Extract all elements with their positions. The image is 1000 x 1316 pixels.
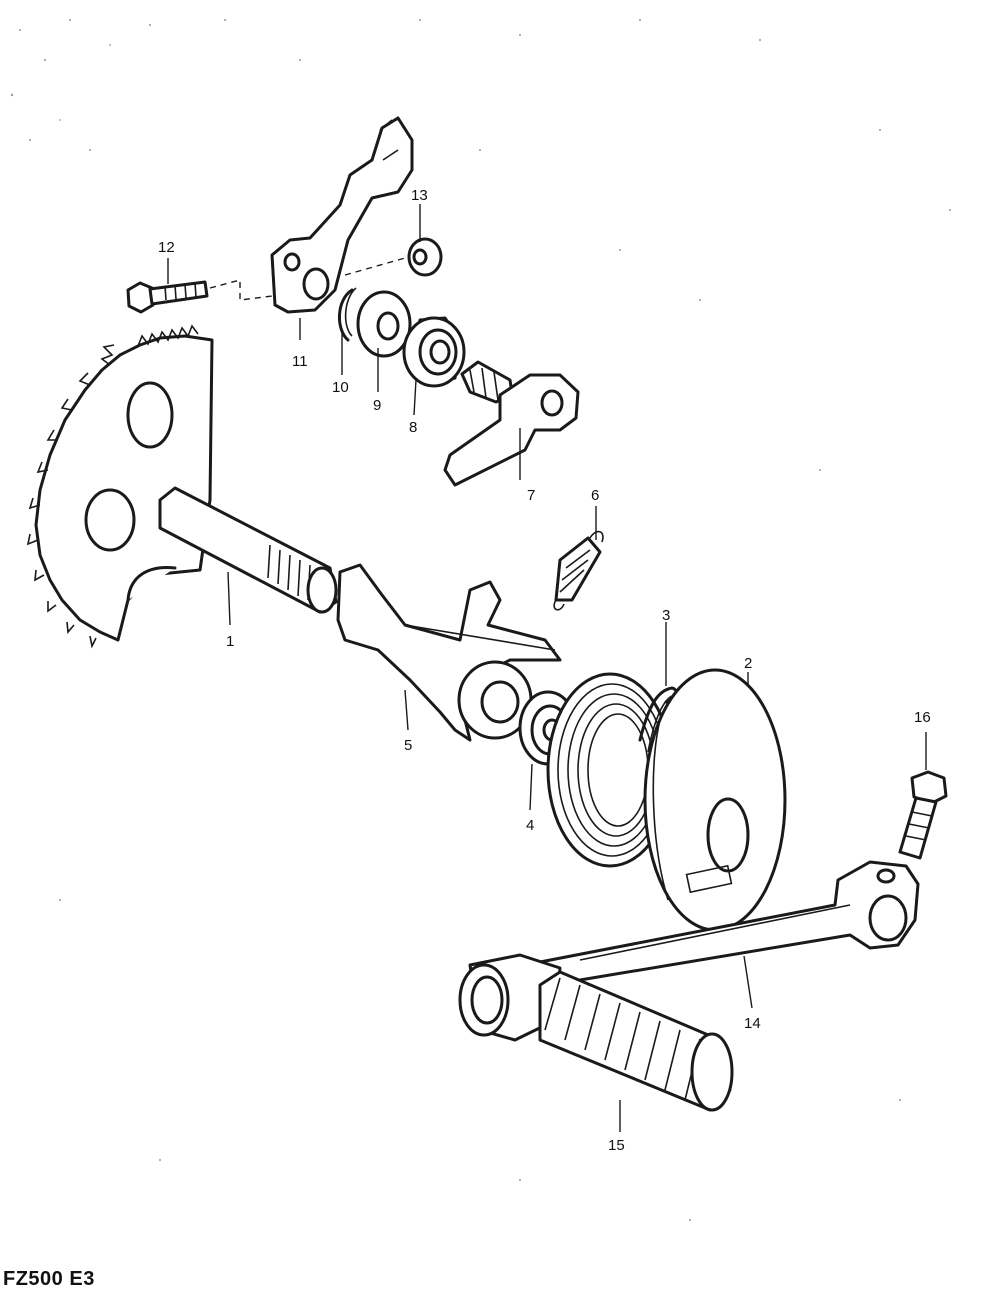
callout-4: 4 <box>526 817 534 834</box>
washer-9 <box>356 290 412 358</box>
circlip-10 <box>337 287 357 342</box>
stopper-bracket-11 <box>270 116 414 314</box>
callout-13: 13 <box>411 187 428 204</box>
leader-lines <box>167 204 927 1132</box>
assembly-line-11 <box>344 257 406 276</box>
collar-13 <box>407 237 443 277</box>
callout-1: 1 <box>226 633 234 650</box>
callout-8: 8 <box>409 419 417 436</box>
kick-grip-15 <box>458 953 734 1112</box>
model-label: FZ500 E3 <box>3 1268 95 1290</box>
coil-spring-3 <box>546 672 678 868</box>
scan-speckles <box>10 19 951 1221</box>
kick-gear-shaft-1 <box>26 324 338 649</box>
callout-10: 10 <box>332 379 349 396</box>
callout-5: 5 <box>404 737 412 754</box>
callout-7: 7 <box>527 487 535 504</box>
callout-9: 9 <box>373 397 381 414</box>
callout-14: 14 <box>744 1015 761 1032</box>
guide-lever-7 <box>443 360 580 487</box>
cover-plate-2 <box>643 668 787 932</box>
callout-16: 16 <box>914 709 931 726</box>
bolt-16 <box>898 770 948 860</box>
spring-6 <box>553 530 604 611</box>
callout-6: 6 <box>591 487 599 504</box>
callout-12: 12 <box>158 239 175 256</box>
kick-arm-14 <box>538 860 920 987</box>
bolt-12 <box>126 280 209 314</box>
callout-3: 3 <box>662 607 670 624</box>
bearing-8 <box>402 316 466 388</box>
assembly-line-12 <box>209 279 273 301</box>
callout-15: 15 <box>608 1137 625 1154</box>
callout-2: 2 <box>744 655 752 672</box>
callouts: 1 2 3 4 5 6 7 8 9 10 11 12 13 14 15 16 <box>158 187 931 1154</box>
ratchet-lever-5 <box>336 563 562 742</box>
callout-11: 11 <box>292 353 308 370</box>
